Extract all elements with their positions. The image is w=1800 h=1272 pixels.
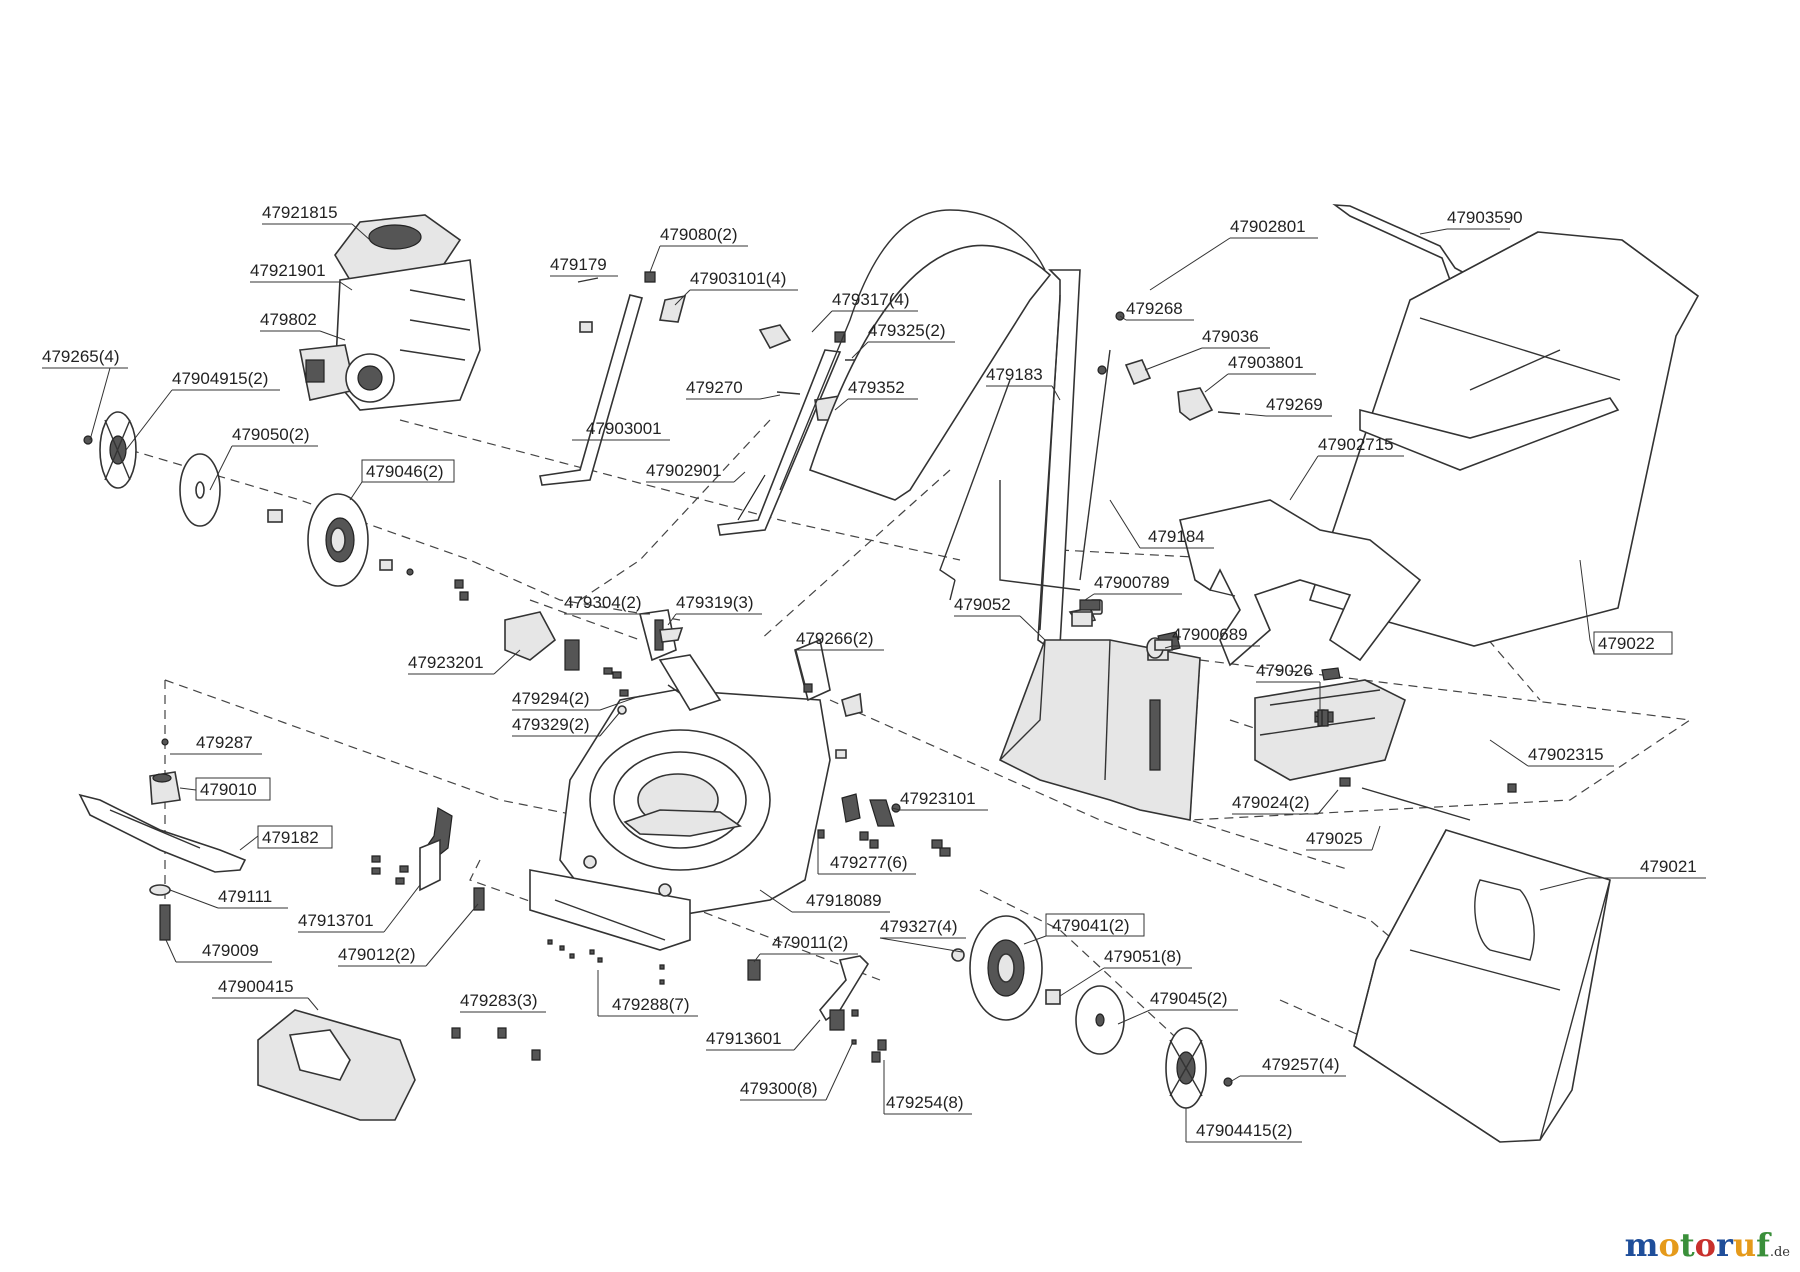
part-label: 479183 bbox=[986, 365, 1043, 384]
part-label: 479046(2) bbox=[366, 462, 444, 481]
part-label: 479111 bbox=[218, 887, 272, 906]
part-label: 47903801 bbox=[1228, 353, 1304, 372]
grass-box-top bbox=[1308, 231, 1700, 647]
part-label: 47902901 bbox=[646, 461, 722, 480]
part-label: 479009 bbox=[202, 941, 259, 960]
part-label: 47904915(2) bbox=[172, 369, 268, 388]
part-label: 479304(2) bbox=[564, 593, 642, 612]
part-label: 479288(7) bbox=[612, 995, 690, 1014]
blade-assembly bbox=[78, 738, 247, 941]
part-label: 47902801 bbox=[1230, 217, 1306, 236]
part-label: 479283(3) bbox=[460, 991, 538, 1010]
part-label: 479317(4) bbox=[832, 290, 910, 309]
logo-letter: o bbox=[1694, 1226, 1716, 1264]
part-label: 479327(4) bbox=[880, 917, 958, 936]
part-label: 479045(2) bbox=[1150, 989, 1228, 1008]
engine-assembly bbox=[299, 214, 481, 411]
part-label: 47921815 bbox=[262, 203, 338, 222]
motoruf-logo: motoruf.de bbox=[1625, 1226, 1790, 1264]
part-label: 479329(2) bbox=[512, 715, 590, 734]
part-label: 47902315 bbox=[1528, 745, 1604, 764]
logo-letter: t bbox=[1679, 1226, 1695, 1264]
part-label: 479270 bbox=[686, 378, 743, 397]
part-label: 479011(2) bbox=[772, 933, 848, 952]
part-label: 479179 bbox=[550, 255, 607, 274]
part-label: 479319(3) bbox=[676, 593, 754, 612]
part-label: 479300(8) bbox=[740, 1079, 818, 1098]
part-label: 47900789 bbox=[1094, 573, 1170, 592]
part-label: 479041(2) bbox=[1052, 916, 1130, 935]
part-label: 47923201 bbox=[408, 653, 484, 672]
logo-letter: u bbox=[1732, 1226, 1757, 1264]
part-label: 479269 bbox=[1266, 395, 1323, 414]
part-label: 479024(2) bbox=[1232, 793, 1310, 812]
front-wheel-assembly bbox=[951, 915, 1233, 1109]
rear-wheel-assembly bbox=[83, 411, 580, 671]
part-label: 479052 bbox=[954, 595, 1011, 614]
part-label: 47903590 bbox=[1447, 208, 1523, 227]
part-label: 479352 bbox=[848, 378, 905, 397]
front-guard bbox=[257, 939, 665, 1121]
part-labels: 47921815 47921901 479802 479265(4) 47904… bbox=[42, 203, 1706, 1143]
part-label: 479010 bbox=[200, 780, 257, 799]
part-label: 479182 bbox=[262, 828, 319, 847]
cables bbox=[939, 379, 1173, 651]
part-label: 479050(2) bbox=[232, 425, 310, 444]
part-label: 479022 bbox=[1598, 634, 1655, 653]
part-label: 479254(8) bbox=[886, 1093, 964, 1112]
part-label: 47921901 bbox=[250, 261, 326, 280]
part-label: 479021 bbox=[1640, 857, 1697, 876]
part-label: 47900689 bbox=[1172, 625, 1248, 644]
part-label: 479080(2) bbox=[660, 225, 738, 244]
part-label: 479266(2) bbox=[796, 629, 874, 648]
part-label: 47903001 bbox=[586, 419, 662, 438]
part-label: 479287 bbox=[196, 733, 253, 752]
logo-letter: o bbox=[1658, 1226, 1680, 1264]
part-label: 479012(2) bbox=[338, 945, 416, 964]
part-label: 479277(6) bbox=[830, 853, 908, 872]
handle-bars bbox=[539, 204, 1471, 646]
part-label: 479051(8) bbox=[1104, 947, 1182, 966]
logo-letter: r bbox=[1715, 1226, 1733, 1264]
part-label: 479802 bbox=[260, 310, 317, 329]
part-label: 47913601 bbox=[706, 1029, 782, 1048]
part-label: 479036 bbox=[1202, 327, 1259, 346]
logo-suffix: .de bbox=[1769, 1245, 1790, 1260]
part-label: 479184 bbox=[1148, 527, 1205, 546]
part-label: 47918089 bbox=[806, 891, 882, 910]
part-label: 47902715 bbox=[1318, 435, 1394, 454]
part-label: 47900415 bbox=[218, 977, 294, 996]
part-label: 479025 bbox=[1306, 829, 1363, 848]
part-label: 479265(4) bbox=[42, 347, 120, 366]
part-label: 479257(4) bbox=[1262, 1055, 1340, 1074]
part-label: 47904415(2) bbox=[1196, 1121, 1292, 1140]
logo-letter: m bbox=[1624, 1226, 1659, 1264]
part-label: 479325(2) bbox=[868, 321, 946, 340]
part-label: 479268 bbox=[1126, 299, 1183, 318]
part-label: 479294(2) bbox=[512, 689, 590, 708]
part-label: 479026 bbox=[1256, 661, 1313, 680]
grass-box-frame bbox=[1353, 829, 1611, 1143]
part-label: 47923101 bbox=[900, 789, 976, 808]
mower-deck bbox=[529, 638, 831, 951]
part-label: 47913701 bbox=[298, 911, 374, 930]
part-label: 47903101(4) bbox=[690, 269, 786, 288]
logo-letter: f bbox=[1756, 1226, 1770, 1264]
